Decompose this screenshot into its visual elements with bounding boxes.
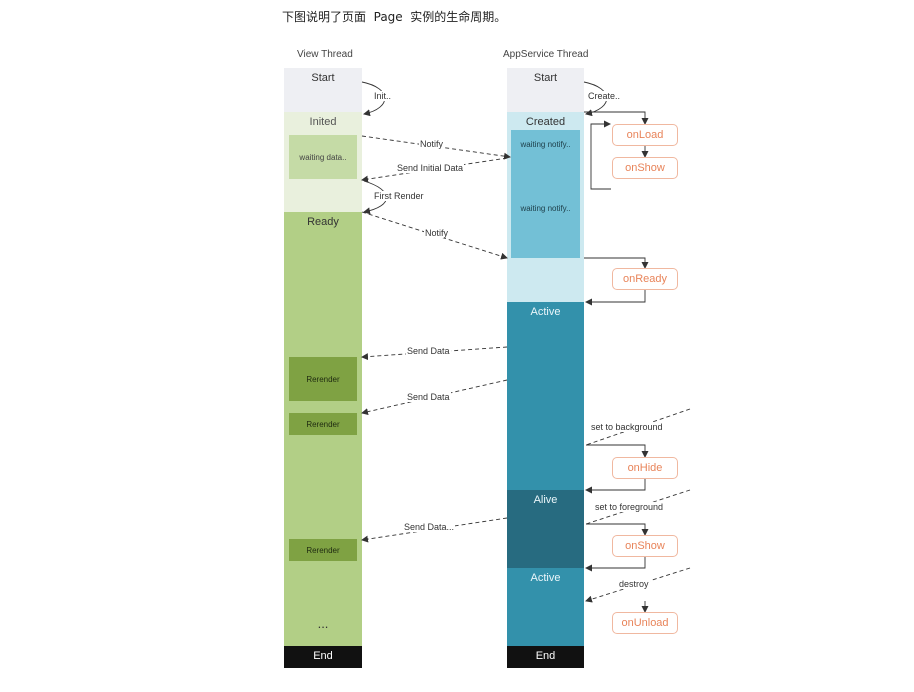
view-end-label: End [313, 650, 333, 662]
intro-text: 下图说明了页面 Page 实例的生命周期。 [282, 10, 507, 24]
onready-return-connector [585, 290, 646, 306]
to-onready-connector [584, 257, 649, 269]
app-active-segment: Active [507, 568, 584, 646]
to-onshow-connector [586, 523, 649, 536]
view-end-segment: End [284, 646, 362, 668]
notify-arrow [361, 211, 508, 260]
onshow-hook: onShow [612, 535, 678, 557]
init-label: Init.. [373, 91, 393, 101]
send-data-label: Send Data [406, 392, 451, 402]
app-active-label: Active [530, 306, 561, 318]
view-ready-label: Ready [307, 216, 339, 228]
onshow-return-connector [590, 120, 611, 190]
app-alive-label: Alive [533, 494, 558, 506]
app-end-label: End [535, 650, 556, 662]
view-start-label: Start [311, 72, 335, 84]
onshow-hook: onShow [612, 157, 678, 179]
rerender-box: Rerender [289, 357, 357, 401]
onready-hook: onReady [612, 268, 678, 290]
app-start-segment: Start [507, 68, 584, 112]
send-initial-data-label: Send Initial Data [396, 163, 465, 173]
destroy-label: destroy [618, 579, 650, 589]
send-data-label: Send Data [406, 346, 451, 356]
app-created-label: Created [525, 116, 566, 128]
send-data-label: Send Data... [403, 522, 456, 532]
foreground-signal [585, 489, 691, 525]
view-waiting-data-box: waiting data.. [289, 135, 357, 179]
app-end-segment: End [507, 646, 584, 668]
create-label: Create.. [587, 91, 622, 101]
appservice-thread-title: AppService Thread [503, 49, 589, 60]
onunload-hook: onUnload [612, 612, 678, 634]
view-start-segment: Start [284, 68, 362, 112]
onshow-return-connector [585, 557, 646, 572]
to-onhide-connector [586, 444, 649, 458]
view-ellipsis: ... [317, 616, 329, 631]
first-render-label: First Render [373, 191, 425, 201]
send-data-arrow [361, 379, 508, 416]
app-alive-segment: Alive [507, 490, 584, 568]
to-onload-connector [584, 111, 649, 125]
set-to-background-label: set to background [590, 422, 664, 432]
notify-label: Notify [424, 228, 450, 238]
set-to-foreground-label: set to foreground [594, 502, 665, 512]
onload-hook: onLoad [612, 124, 678, 146]
app-waiting-notify-box: waiting notify.. [511, 158, 580, 258]
app-active-label: Active [530, 572, 561, 584]
background-signal [585, 408, 691, 446]
app-waiting-notify-box: waiting notify.. [511, 130, 580, 158]
app-start-label: Start [533, 72, 558, 84]
rerender-box: Rerender [289, 539, 357, 561]
rerender-box: Rerender [289, 413, 357, 435]
notify-label: Notify [419, 139, 445, 149]
notify-arrow [361, 135, 511, 160]
app-active-segment: Active [507, 302, 584, 490]
onhide-hook: onHide [612, 457, 678, 479]
view-inited-label: Inited [309, 116, 337, 128]
view-thread-title: View Thread [297, 49, 353, 60]
onhide-return-connector [585, 479, 646, 494]
